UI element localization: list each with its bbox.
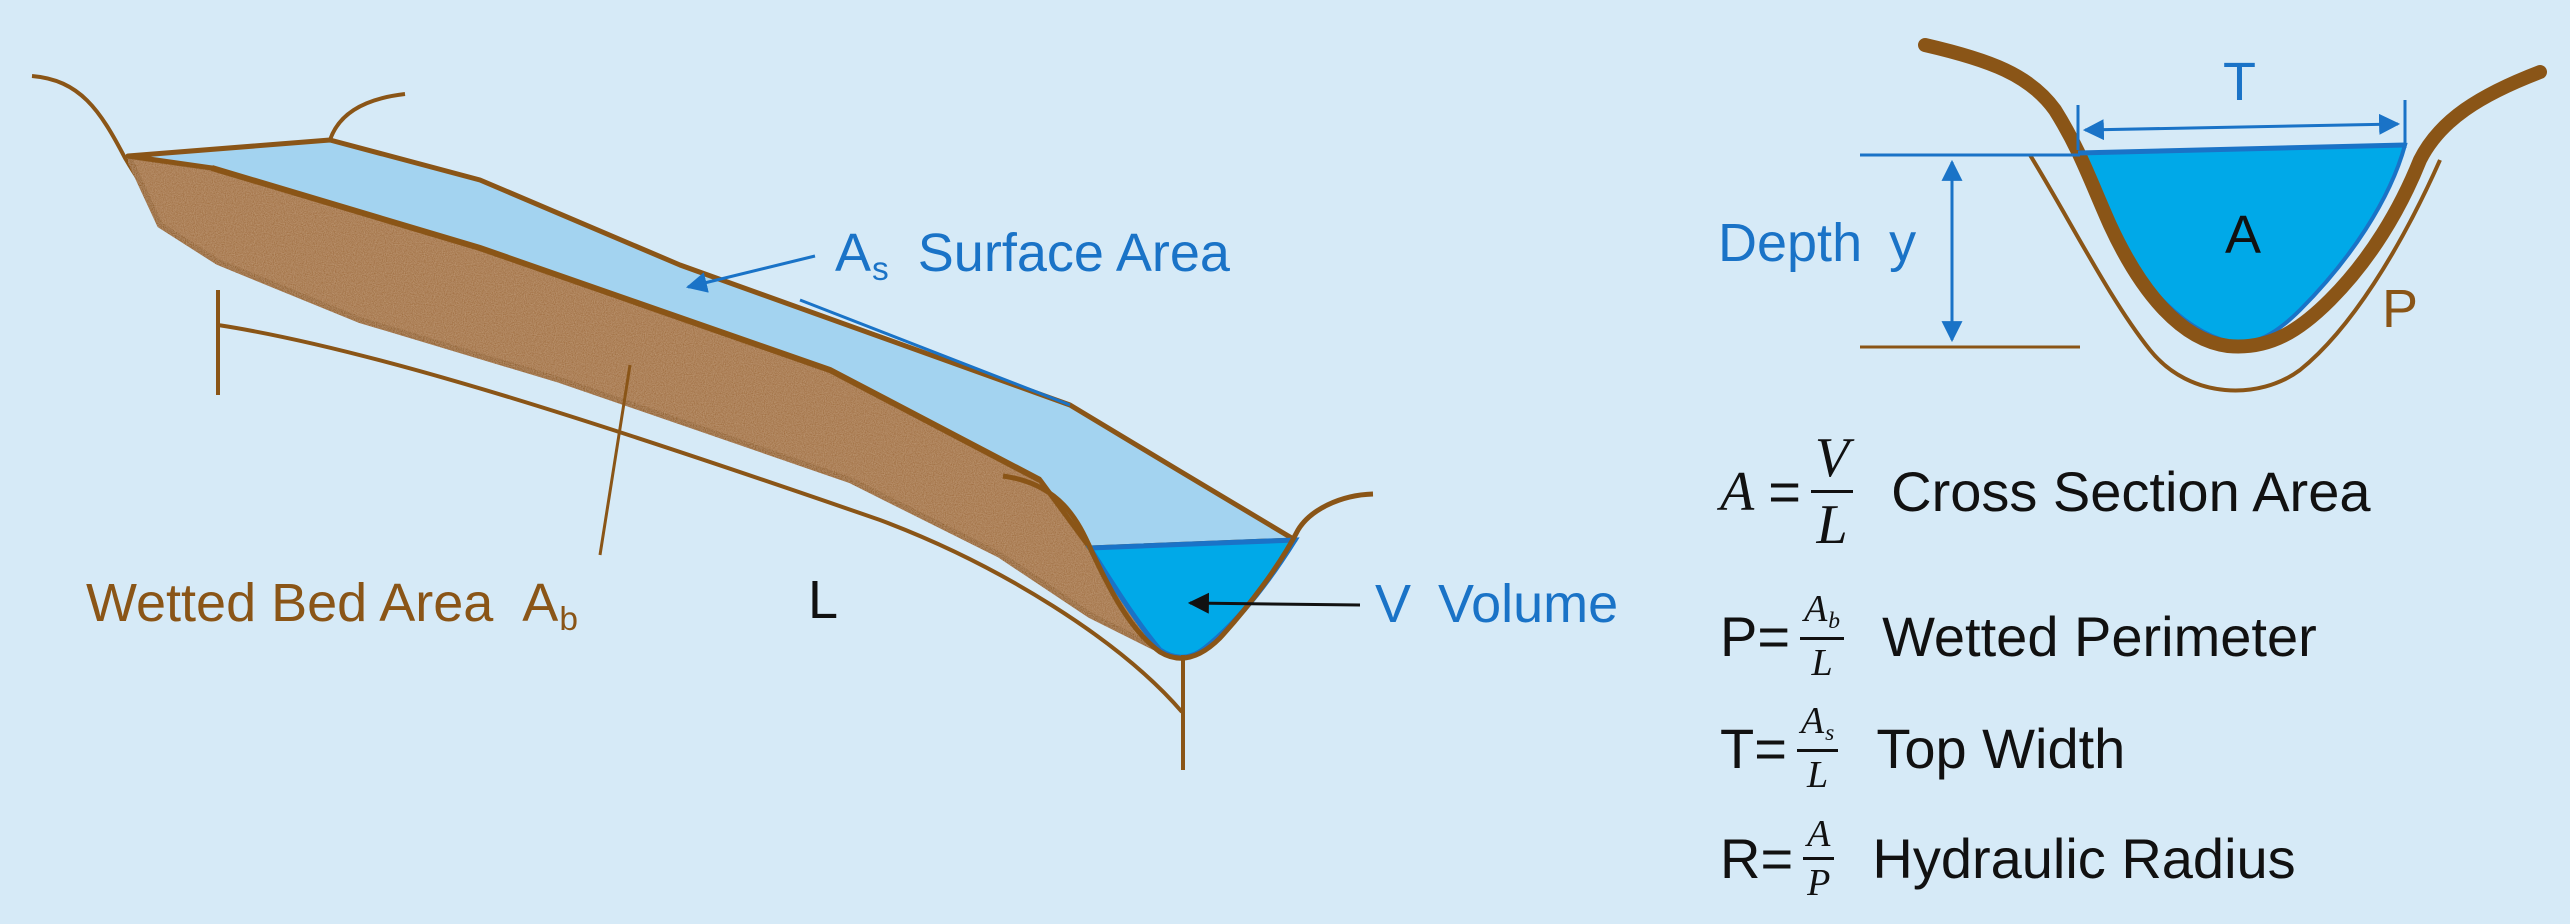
fraction: V L [1810, 430, 1854, 556]
numerator: A [1804, 588, 1828, 630]
eq-sign: = [1768, 460, 1801, 523]
denominator: L [1816, 494, 1848, 556]
depth-word: Depth [1718, 213, 1863, 273]
denominator: L [1807, 754, 1829, 797]
volume-symbol: V [1375, 574, 1412, 634]
top-width-label: T [2223, 52, 2256, 112]
surface-area-name: Surface Area [917, 223, 1230, 283]
area-label: A [2225, 205, 2262, 265]
surface-area-label: As Surface Area [835, 226, 1230, 287]
eq-sign: = [1757, 604, 1791, 668]
numerator-subscript: b [1828, 607, 1841, 634]
length-bracket [216, 290, 1185, 770]
equation-hydraulic-radius: R= A P Hydraulic Radius [1720, 815, 2296, 902]
perimeter-outline [2028, 153, 2442, 393]
denominator: L [1811, 642, 1833, 685]
cross-section [1860, 38, 2547, 393]
fraction: A P [1803, 815, 1835, 904]
equation-cross-section-area: A = V L Cross Section Area [1720, 430, 2370, 553]
wetted-bed-subscript: b [559, 601, 578, 639]
eq-lhs: R [1720, 827, 1761, 890]
equation-wetted-perimeter: P= Ab L Wetted Perimeter [1720, 590, 2317, 682]
length-label: L [808, 570, 839, 630]
eq-lhs: A [1720, 460, 1755, 523]
surface-area-subscript: s [872, 251, 889, 289]
eq-lhs: P [1720, 604, 1758, 668]
fraction: As L [1796, 700, 1839, 797]
eq-name: Cross Section Area [1891, 460, 2371, 523]
wetted-bed-label: Wetted Bed Area Ab [86, 576, 578, 637]
numerator-subscript: s [1825, 719, 1835, 746]
surface-area-arrow [685, 254, 816, 293]
volume-label: V Volume [1375, 577, 1618, 631]
depth-symbol: y [1889, 213, 1917, 273]
numerator: A [1800, 700, 1825, 742]
numerator: V [1810, 430, 1854, 493]
fraction: Ab L [1800, 588, 1845, 685]
wetted-bed-symbol: A [522, 573, 559, 633]
depth-label: Depth y [1718, 216, 1916, 270]
eq-sign: = [1760, 827, 1794, 890]
denominator: P [1807, 862, 1831, 904]
eq-name: Hydraulic Radius [1872, 827, 2296, 890]
volume-arrow [1187, 592, 1361, 614]
eq-name: Wetted Perimeter [1882, 604, 2317, 668]
perimeter-label: P [2382, 279, 2419, 339]
water-volume [1085, 537, 1300, 660]
channel-bank-thick [1918, 38, 2547, 354]
eq-lhs: T [1720, 716, 1755, 780]
eq-sign: = [1754, 716, 1787, 780]
channel-3d [31, 74, 1374, 770]
top-width-arrow [2082, 113, 2401, 141]
volume-name: Volume [1438, 574, 1619, 634]
surface-area-symbol: A [835, 223, 872, 283]
equation-top-width: T= As L Top Width [1720, 702, 2125, 794]
back-bank-outline [328, 92, 406, 141]
eq-name: Top Width [1876, 716, 2126, 780]
wetted-bed-arrow [598, 364, 632, 556]
wetted-bed-name: Wetted Bed Area [86, 573, 494, 633]
numerator: A [1803, 815, 1835, 860]
